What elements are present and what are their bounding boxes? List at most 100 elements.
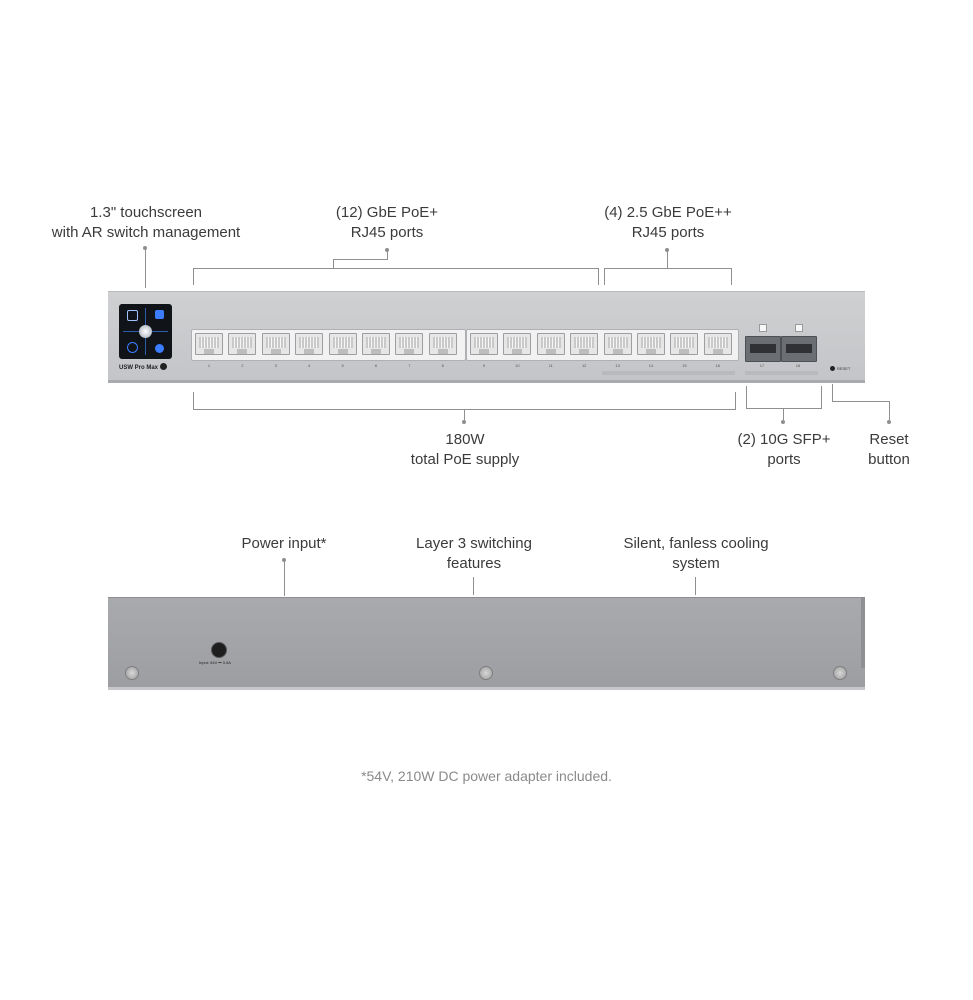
callout-reset: Reset button <box>868 430 910 470</box>
screw-icon-left <box>125 666 139 680</box>
port-label-12: 12 <box>581 363 587 368</box>
rj45-port-11[interactable] <box>536 333 565 355</box>
callout-cooling-line1: Silent, fanless cooling <box>623 535 769 552</box>
callout-touchscreen-line1: 1.3" touchscreen <box>89 204 203 221</box>
home-icon <box>127 310 138 321</box>
stats-icon <box>155 310 164 319</box>
bracket-25gbe-left <box>604 268 605 285</box>
rj45-port-12[interactable] <box>570 333 599 355</box>
bracket-gbe <box>193 268 599 269</box>
rj45-port-13[interactable] <box>603 333 632 355</box>
bracket-sfp-right <box>821 386 822 408</box>
leader-dot-sfp <box>781 420 785 424</box>
sfp-port-17[interactable] <box>745 336 781 362</box>
port-label-6: 6 <box>374 363 378 368</box>
bracket-gbe-right <box>598 268 599 285</box>
callout-poe-line1: 180W <box>445 431 485 448</box>
rj45-port-3[interactable] <box>261 333 290 355</box>
rj45-port-2[interactable] <box>228 333 257 355</box>
port-label-13: 13 <box>615 363 620 368</box>
callout-gbe-line2: RJ45 ports <box>350 224 424 241</box>
port-label-2: 2 <box>241 363 244 368</box>
leader-sfp-v <box>783 408 784 420</box>
rj45-port-7[interactable] <box>395 333 424 355</box>
screw-icon-center <box>479 666 493 680</box>
port-label-1: 1 <box>207 363 211 368</box>
reset-label: RESET <box>837 366 851 371</box>
bracket-poe-right <box>735 392 736 409</box>
callout-reset-line2: button <box>868 451 910 468</box>
callout-sfp-line1: (2) 10G SFP+ <box>737 431 831 448</box>
rj45-port-15[interactable] <box>670 333 699 355</box>
leader-dot-touchscreen <box>143 246 147 250</box>
leader-gbe-h1 <box>333 259 388 260</box>
center-button-icon <box>139 325 152 338</box>
leader-reset-h <box>832 401 890 402</box>
screw-icon-right <box>833 666 847 680</box>
switch-rear-panel: Input: 54V ⎓ 3.9A <box>108 597 865 690</box>
rj45-port-1[interactable] <box>195 333 223 355</box>
callout-layer3-line1: Layer 3 switching <box>416 535 532 552</box>
sfp-label-18: 18 <box>795 363 801 368</box>
callout-25gbe-ports: (4) 2.5 GbE PoE++ RJ45 ports <box>604 203 732 243</box>
leader-gbe-v1 <box>387 250 388 259</box>
reset-button[interactable] <box>830 366 835 371</box>
leader-dot-poe <box>462 420 466 424</box>
port-label-7: 7 <box>408 363 411 368</box>
callout-25gbe-line1: (4) 2.5 GbE PoE++ <box>604 204 732 221</box>
callout-layer3-line2: features <box>446 555 502 572</box>
rj45-port-16[interactable] <box>703 333 732 355</box>
touchscreen[interactable] <box>119 304 172 359</box>
callout-sfp-line2: ports <box>767 451 801 468</box>
model-name: USW Pro Max <box>119 365 159 371</box>
footnote: *54V, 210W DC power adapter included. <box>361 768 612 784</box>
callout-touchscreen: 1.3" touchscreen with AR switch manageme… <box>52 203 240 243</box>
bracket-gbe-left <box>193 268 194 285</box>
rj45-port-6[interactable] <box>362 333 390 355</box>
port-label-9: 9 <box>482 363 486 368</box>
port-label-10: 10 <box>515 363 520 368</box>
leader-reset-v1 <box>832 384 833 402</box>
leader-25gbe-v <box>667 250 668 268</box>
leader-gbe-v2 <box>333 259 334 268</box>
rj45-port-8[interactable] <box>428 333 457 355</box>
leader-cooling-v <box>695 577 696 595</box>
port-group-bar-25gbe <box>602 371 735 375</box>
leader-dot-reset <box>887 420 891 424</box>
callout-gbe-ports: (12) GbE PoE+ RJ45 ports <box>336 203 438 243</box>
sfp-port-18[interactable] <box>781 336 817 362</box>
callout-reset-line1: Reset <box>869 431 909 448</box>
port-label-16: 16 <box>715 363 721 368</box>
callout-gbe-line1: (12) GbE PoE+ <box>335 204 439 221</box>
settings-icon <box>155 344 164 353</box>
rj45-port-14[interactable] <box>637 333 665 355</box>
callout-poe-line2: total PoE supply <box>410 451 520 468</box>
bracket-poe-left <box>193 392 194 409</box>
dc-power-jack[interactable] <box>211 642 227 658</box>
bracket-sfp <box>746 408 822 409</box>
leader-touchscreen <box>145 248 146 288</box>
ubiquiti-logo-icon <box>160 363 168 370</box>
rj45-port-9[interactable] <box>470 333 498 355</box>
callout-power-line1: Power input* <box>241 535 327 552</box>
callout-power-input: Power input* <box>241 534 326 554</box>
callout-cooling: Silent, fanless cooling system <box>623 534 768 574</box>
callout-poe-supply: 180W total PoE supply <box>411 430 519 470</box>
port-label-3: 3 <box>274 363 277 368</box>
port-label-8: 8 <box>441 363 444 368</box>
info-icon <box>127 342 138 353</box>
callout-layer3: Layer 3 switching features <box>416 534 532 574</box>
port-label-4: 4 <box>308 363 311 368</box>
port-label-11: 11 <box>548 363 553 368</box>
dc-input-label: Input: 54V ⎓ 3.9A <box>199 660 231 665</box>
port-label-5: 5 <box>341 363 344 368</box>
bracket-sfp-left <box>746 386 747 408</box>
port-label-14: 14 <box>648 363 654 368</box>
rj45-port-4[interactable] <box>295 333 324 355</box>
rj45-port-5[interactable] <box>328 333 357 355</box>
leader-power-v <box>284 560 285 596</box>
port-label-15: 15 <box>682 363 687 368</box>
rj45-port-10[interactable] <box>503 333 532 355</box>
bracket-25gbe-right <box>731 268 732 285</box>
